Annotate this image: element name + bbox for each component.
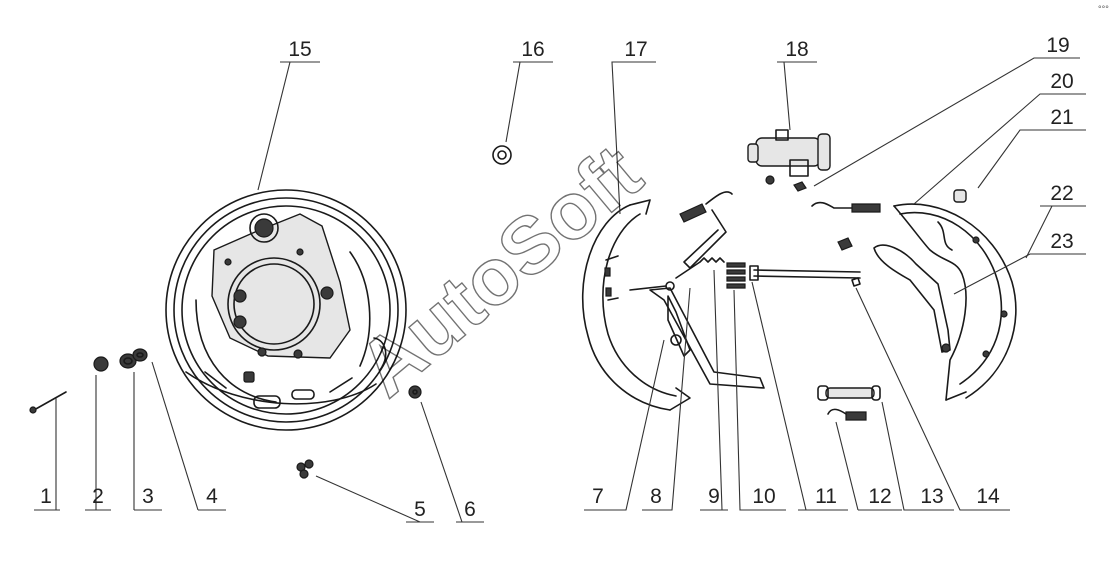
washer <box>492 145 512 165</box>
backing-plate <box>165 189 407 431</box>
callout-label-3: 3 <box>142 485 154 508</box>
callout-labels: 1 2 3 4 5 6 7 8 9 10 11 12 13 14 15 16 1… <box>40 34 1074 521</box>
callout-label-6: 6 <box>464 498 476 521</box>
plug <box>93 356 109 372</box>
callout-label-12: 12 <box>868 485 891 508</box>
return-spring <box>679 191 733 269</box>
wheel-cylinder <box>747 129 831 185</box>
adjuster-rod <box>629 281 675 291</box>
right-brake-shoe <box>893 203 1017 401</box>
bolt <box>29 391 67 414</box>
pin <box>851 277 861 287</box>
callout-label-10: 10 <box>752 485 775 508</box>
parking-brake-lever <box>873 244 951 353</box>
hold-down-spring <box>827 408 867 421</box>
callout-label-22: 22 <box>1050 182 1073 205</box>
leader-lines <box>34 57 1086 523</box>
callout-label-9: 9 <box>708 485 720 508</box>
spring-cup <box>953 189 967 203</box>
callout-label-15: 15 <box>288 38 311 61</box>
callout-label-23: 23 <box>1050 230 1073 253</box>
parking-lever <box>649 287 765 389</box>
callout-label-4: 4 <box>206 485 218 508</box>
callout-label-17: 17 <box>624 38 647 61</box>
callout-label-21: 21 <box>1050 106 1073 129</box>
callout-label-1: 1 <box>40 485 52 508</box>
callout-underlines <box>34 57 1084 523</box>
corner-mark: °°° <box>1098 4 1109 14</box>
hold-down-pin <box>817 385 881 401</box>
callout-label-13: 13 <box>920 485 943 508</box>
callout-label-8: 8 <box>650 485 662 508</box>
left-brake-shoe <box>581 199 691 411</box>
callout-label-19: 19 <box>1046 34 1069 57</box>
callout-label-20: 20 <box>1050 70 1073 93</box>
bleeder-cap <box>793 181 807 192</box>
cap <box>132 348 148 362</box>
lever <box>667 295 691 357</box>
shoe-spring <box>811 201 881 213</box>
clip <box>837 237 853 251</box>
callout-label-5: 5 <box>414 498 426 521</box>
callout-label-7: 7 <box>592 485 604 508</box>
cap <box>119 353 137 369</box>
coil-spring <box>726 262 746 289</box>
nut-cluster <box>296 459 314 479</box>
callout-label-16: 16 <box>521 38 544 61</box>
callout-label-2: 2 <box>92 485 104 508</box>
adjusting-rod <box>749 265 861 281</box>
callout-label-14: 14 <box>976 485 1000 508</box>
spring <box>675 257 725 279</box>
nut <box>408 385 422 399</box>
callout-label-11: 11 <box>815 485 837 508</box>
callout-label-18: 18 <box>785 38 808 61</box>
